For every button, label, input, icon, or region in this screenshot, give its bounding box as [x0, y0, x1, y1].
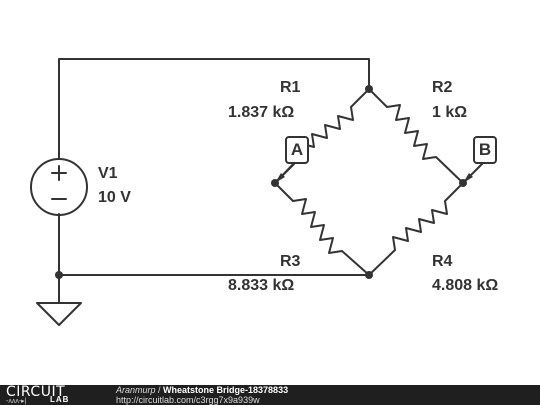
credit-separator: /: [155, 385, 164, 395]
r3-name-label: R3: [280, 253, 301, 270]
wire-top: [58, 58, 370, 160]
probe-b[interactable]: B: [473, 136, 497, 164]
resistor-r2: [368, 88, 464, 184]
circuit-credit: Aranmurp / Wheatstone Bridge-18378833 ht…: [116, 385, 288, 405]
logo-text-circuit: CIRCUIT: [6, 384, 66, 400]
v1-value-label: 10 V: [98, 189, 131, 206]
author-link[interactable]: Aranmurp: [116, 385, 156, 395]
logo-text-lab: LAB: [50, 395, 70, 404]
node-ground-junction: [55, 271, 63, 279]
circuitlab-logo[interactable]: CIRCUIT -ʌʌʌ-▸| LAB: [6, 384, 94, 405]
node-bottom: [365, 271, 373, 279]
r4-name-label: R4: [432, 253, 453, 270]
footer-bar: CIRCUIT -ʌʌʌ-▸| LAB Aranmurp / Wheatston…: [0, 384, 540, 405]
circuit-title[interactable]: Wheatstone Bridge-18378833: [163, 385, 289, 395]
r2-name-label: R2: [432, 79, 453, 96]
r1-name-label: R1: [280, 79, 301, 96]
node-top: [365, 85, 373, 93]
r2-value-label: 1 kΩ: [432, 104, 468, 121]
resistor-r3: [274, 182, 370, 276]
resistor-icon: -ʌʌʌ-▸|: [6, 398, 27, 405]
r1-value-label: 1.837 kΩ: [228, 104, 295, 121]
v1-name-label: V1: [98, 165, 118, 182]
ground-symbol: [36, 302, 82, 326]
wire-bottom: [58, 213, 370, 276]
voltage-source-v1: [30, 158, 88, 216]
resistor-r4: [368, 182, 464, 276]
r4-value-label: 4.808 kΩ: [432, 277, 499, 294]
schematic-canvas: [30, 58, 483, 326]
circuit-url-link[interactable]: http://circuitlab.com/c3rgg7x9a939w: [116, 395, 260, 405]
probe-a[interactable]: A: [285, 136, 309, 164]
r3-value-label: 8.833 kΩ: [228, 277, 295, 294]
